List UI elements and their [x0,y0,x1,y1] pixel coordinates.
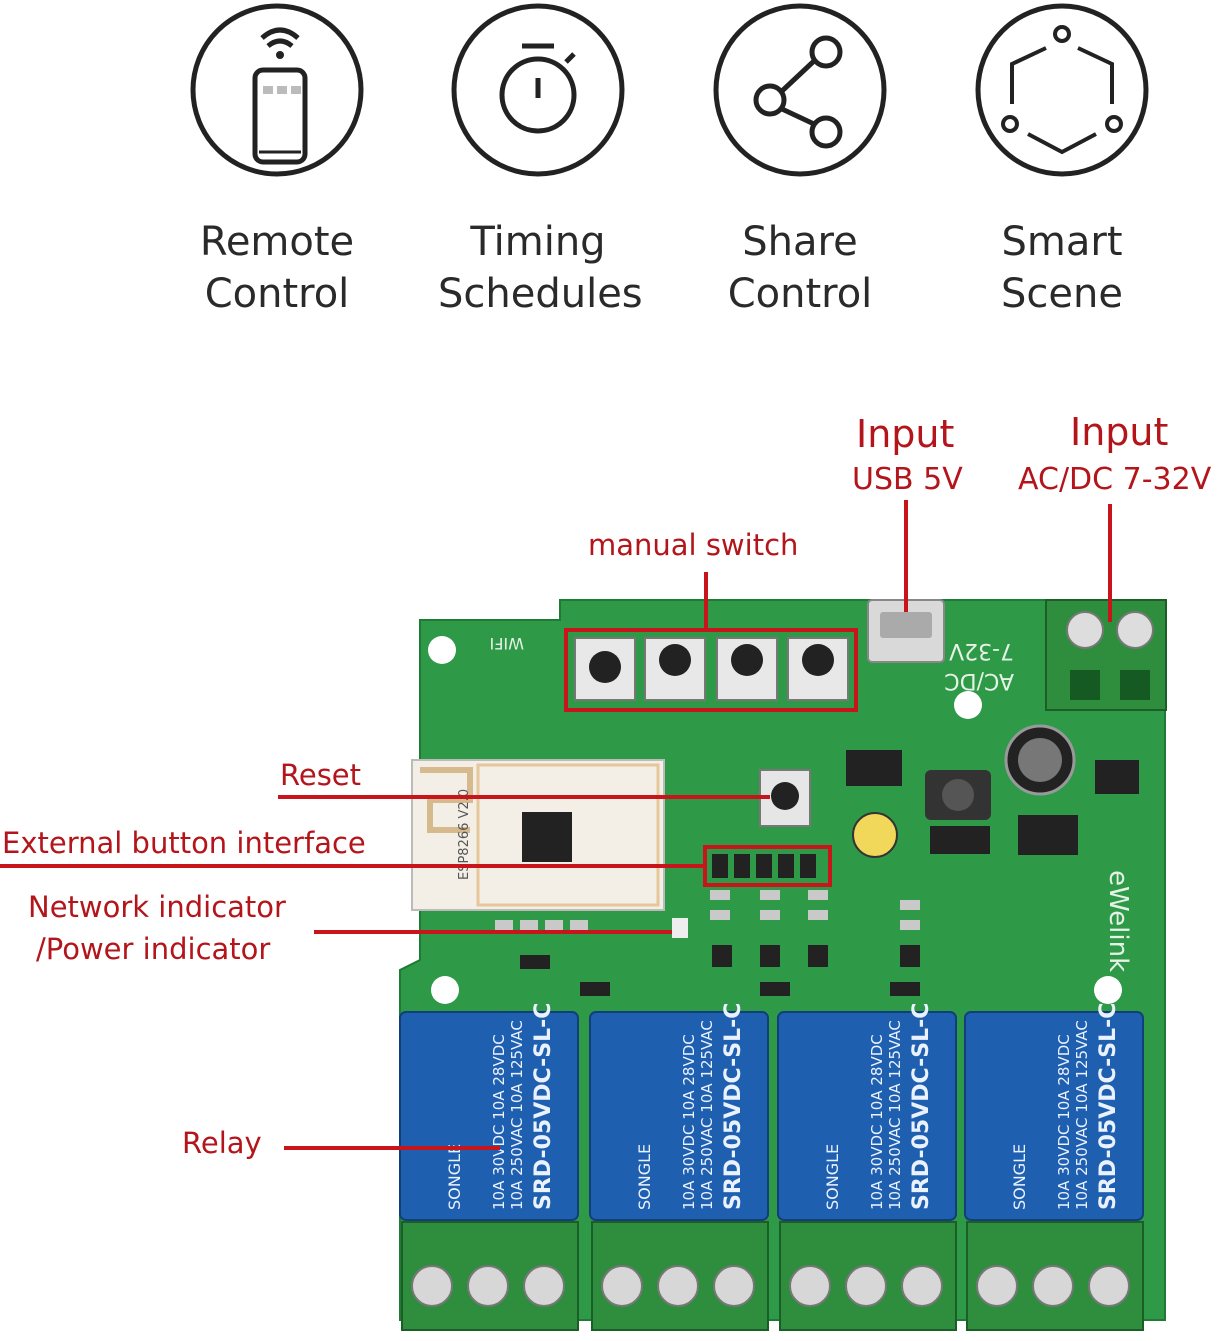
terminal-screw [1032,1265,1074,1307]
relay-label: Relay [182,1126,262,1160]
share-icon [713,3,887,177]
relay-print: SONGLE [1010,1144,1029,1210]
terminal-block-1 [401,1221,579,1331]
relay-print: SRD-05VDC-SL-C [721,1003,746,1210]
relay-print: 10A 30VDC 10A 28VDC [1055,1034,1073,1210]
terminal-screw [845,1265,887,1307]
input-usb-title: Input [856,412,955,456]
brand-silkscreen: eWelink [1103,870,1133,972]
relay-print: SONGLE [823,1144,842,1210]
relay-print: 10A 250VAC 10A 125VAC [1073,1020,1091,1210]
terminal-screw [789,1265,831,1307]
feature-label-line2: Control [204,271,350,317]
relay-print: SRD-05VDC-SL-C [909,1003,934,1210]
relay-print: 10A 250VAC 10A 125VAC [698,1020,716,1210]
voltage-silkscreen: 7-32V [949,638,1014,663]
external-button-label: External button interface [2,826,366,860]
terminal-block-2 [591,1221,769,1331]
relay-print: SONGLE [635,1144,654,1210]
terminal-screw [713,1265,755,1307]
relay-print: SRD-05VDC-SL-C [1096,1003,1121,1210]
feature-label-line1: Share [742,219,858,265]
relay-print: 10A 30VDC 10A 28VDC [680,1034,698,1210]
manual-switch-label: manual switch [588,528,799,562]
feature-label-line2: Schedules [438,271,643,317]
relay-print: SONGLE [445,1144,464,1210]
input-acdc-title: Input [1070,410,1169,454]
module-silkscreen: ESP8266 V2.0 [457,789,472,880]
relay-print: SRD-05VDC-SL-C [531,1003,556,1210]
stopwatch-icon [451,3,625,177]
reset-label: Reset [280,758,362,792]
terminal-block-3 [779,1221,957,1331]
feature-label-line2: Scene [1001,271,1123,317]
terminal-screw [523,1265,565,1307]
terminal-screw [411,1265,453,1307]
relay-print: 10A 250VAC 10A 125VAC [886,1020,904,1210]
terminal-screw [601,1265,643,1307]
relay-print: 10A 250VAC 10A 125VAC [508,1020,526,1210]
acdc-silkscreen: AC/DC [944,668,1014,693]
feature-label-line1: Timing [470,219,606,265]
terminal-screw [467,1265,509,1307]
feature-label-line2: Control [727,271,873,317]
smartphone-wifi-icon [190,3,364,177]
feature-remote-control: Remote Control [177,0,377,320]
feature-label-line1: Smart [1001,219,1123,265]
smart-scene-icon [975,3,1149,177]
relay-print: 10A 30VDC 10A 28VDC [490,1034,508,1210]
network-indicator-label: Network indicator [28,890,286,924]
feature-share-control: Share Control [700,0,900,320]
power-indicator-label: /Power indicator [36,932,271,966]
wifi-silkscreen: WIFI [490,634,524,653]
terminal-screw [1088,1265,1130,1307]
terminal-screw [657,1265,699,1307]
input-acdc-subtitle: AC/DC 7-32V [1018,462,1212,497]
terminal-screw [901,1265,943,1307]
terminal-block-4 [966,1221,1144,1331]
feature-timing-schedules: Timing Schedules [438,0,643,320]
feature-label-line1: Remote [199,219,355,265]
feature-smart-scene: Smart Scene [962,0,1162,320]
terminal-screw [976,1265,1018,1307]
relay-print: 10A 30VDC 10A 28VDC [868,1034,886,1210]
input-usb-subtitle: USB 5V [852,462,963,497]
